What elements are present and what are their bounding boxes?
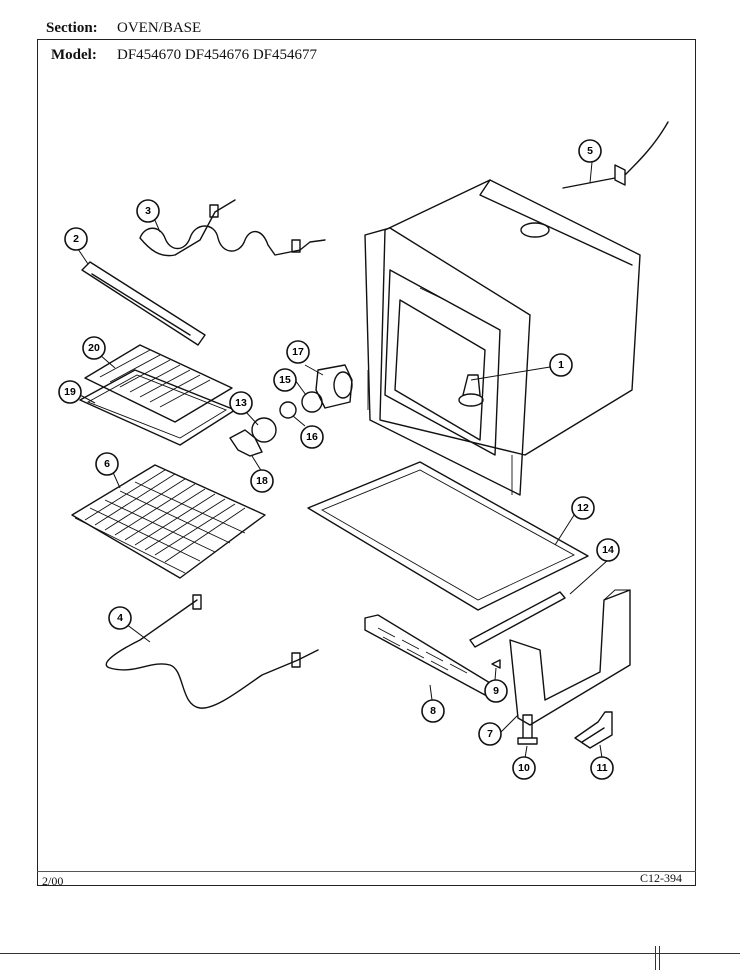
svg-text:20: 20 (88, 342, 100, 354)
svg-text:10: 10 (518, 762, 530, 774)
callout-9: 9 (484, 679, 508, 703)
oven-cavity-drawing (364, 179, 641, 496)
callout-10: 10 (512, 756, 536, 780)
model-value: DF454670 DF454676 DF454677 (117, 47, 318, 63)
svg-text:19: 19 (64, 386, 76, 398)
diagram-frame (37, 39, 696, 886)
svg-text:4: 4 (117, 612, 123, 624)
svg-text:16: 16 (306, 431, 318, 443)
lamp-housing-drawing (315, 364, 353, 409)
svg-text:6: 6 (104, 458, 110, 470)
anti-tip-bracket-drawing (574, 711, 613, 749)
oven-rack-drawing (71, 464, 266, 579)
svg-text:3: 3 (145, 205, 151, 217)
callout-16: 16 (300, 425, 324, 449)
svg-text:2: 2 (73, 233, 79, 245)
trim-strip-drawing (469, 591, 566, 648)
oven-bottom-drawing (307, 461, 589, 611)
broil-element-drawing (139, 199, 326, 257)
svg-text:1: 1 (558, 359, 564, 371)
callout-1: 1 (549, 353, 573, 377)
callout-19: 19 (58, 380, 82, 404)
lamp-cover-drawing (251, 417, 277, 443)
callout-4: 4 (108, 606, 132, 630)
callout-2: 2 (64, 227, 88, 251)
svg-text:18: 18 (256, 475, 268, 487)
screw-drawing (491, 659, 501, 669)
callout-17: 17 (286, 340, 310, 364)
svg-text:11: 11 (596, 762, 607, 774)
callout-3: 3 (136, 199, 160, 223)
section-value: OVEN/BASE (117, 20, 202, 36)
bulb-drawing (279, 401, 297, 419)
footer-code: C12-394 (640, 871, 682, 885)
callout-11: 11 (590, 756, 614, 780)
footer-date: 2/00 (42, 874, 64, 888)
callout-15: 15 (273, 368, 297, 392)
svg-text:9: 9 (493, 685, 499, 697)
svg-text:5: 5 (587, 145, 593, 157)
page-bottom-rule (0, 953, 740, 954)
section-label: Section: (46, 20, 98, 36)
callout-13: 13 (229, 391, 253, 415)
callout-14: 14 (596, 538, 620, 562)
page-bottom-tick (655, 946, 660, 970)
svg-text:8: 8 (430, 705, 436, 717)
svg-text:12: 12 (577, 502, 589, 514)
gasket-drawing (229, 429, 263, 457)
broil-pan-insert-drawing (84, 344, 233, 423)
leader-lines (77, 161, 609, 759)
model-label: Model: (51, 47, 97, 63)
callout-7: 7 (478, 722, 502, 746)
sensor-drawing (562, 121, 669, 189)
svg-text:13: 13 (235, 397, 247, 409)
callout-20: 20 (82, 336, 106, 360)
callout-6: 6 (95, 452, 119, 476)
base-frame-drawing (509, 589, 631, 726)
svg-text:14: 14 (602, 544, 614, 556)
callout-18: 18 (250, 469, 274, 493)
callout-8: 8 (421, 699, 445, 723)
bake-element-drawing (105, 599, 319, 709)
footer-divider (37, 871, 696, 872)
callout-5: 5 (578, 139, 602, 163)
callout-12: 12 (571, 496, 595, 520)
svg-text:15: 15 (279, 374, 291, 386)
bracket-drawing (81, 261, 206, 346)
leveling-leg-drawing (517, 714, 538, 745)
svg-text:7: 7 (487, 728, 493, 740)
vent-panel-drawing (364, 614, 496, 696)
svg-text:17: 17 (292, 346, 304, 358)
